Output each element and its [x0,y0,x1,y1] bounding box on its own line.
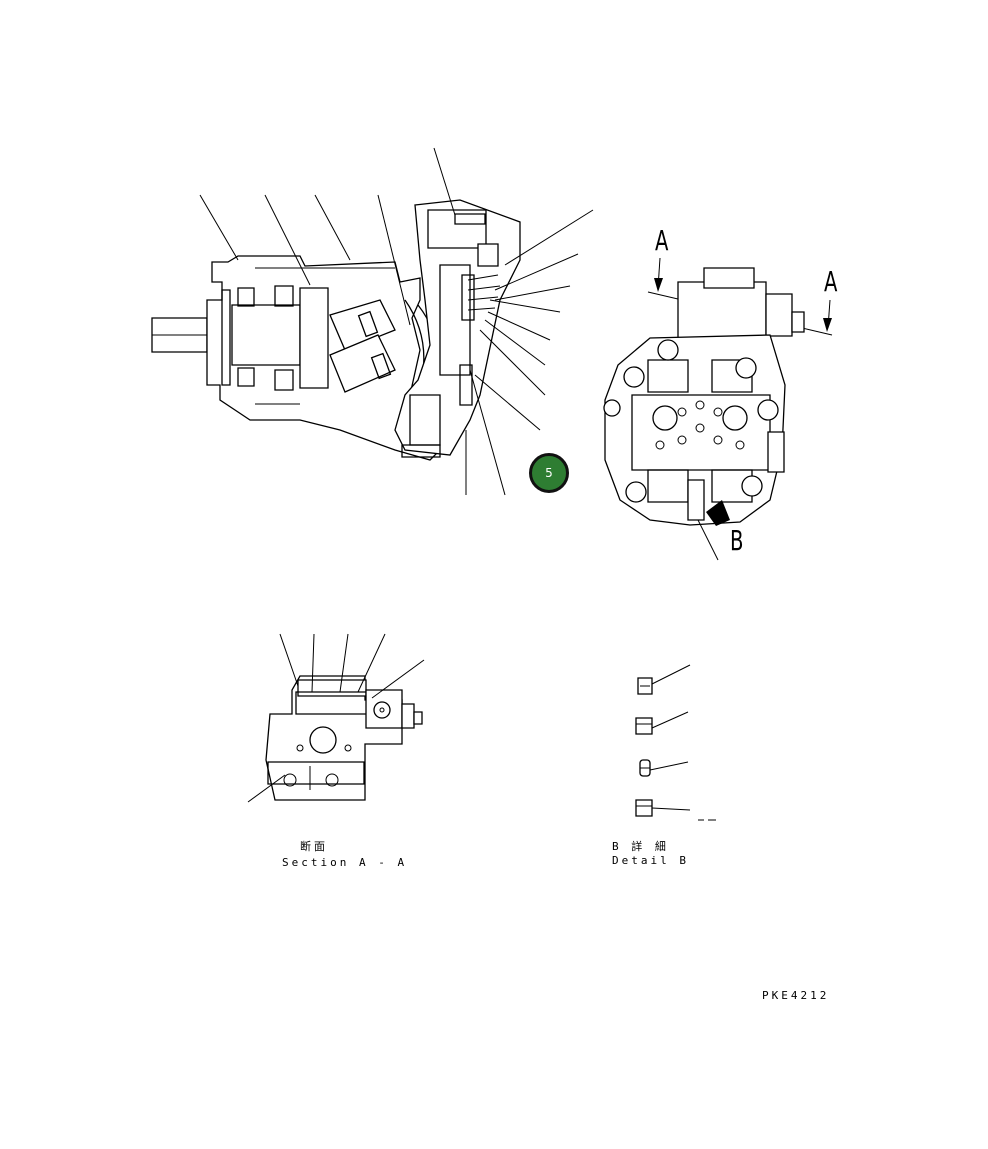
callout-badge[interactable]: 5 [529,453,569,493]
detail-mark: B [730,524,744,557]
detail-b-view [636,665,716,820]
section-a-a-view [248,634,424,802]
motor-end-view [604,258,832,560]
drawing-number: PKE4212 [762,989,830,1002]
section-mark-left: A [655,224,669,257]
section-title-jp: 断面 [300,840,328,853]
section-title-en: Section A - A [282,856,408,869]
detail-title-jp: B 詳 細 [612,840,669,853]
section-mark-right: A [824,265,838,298]
detail-title-en: Detail B [612,854,689,867]
motor-side-view [152,148,593,495]
